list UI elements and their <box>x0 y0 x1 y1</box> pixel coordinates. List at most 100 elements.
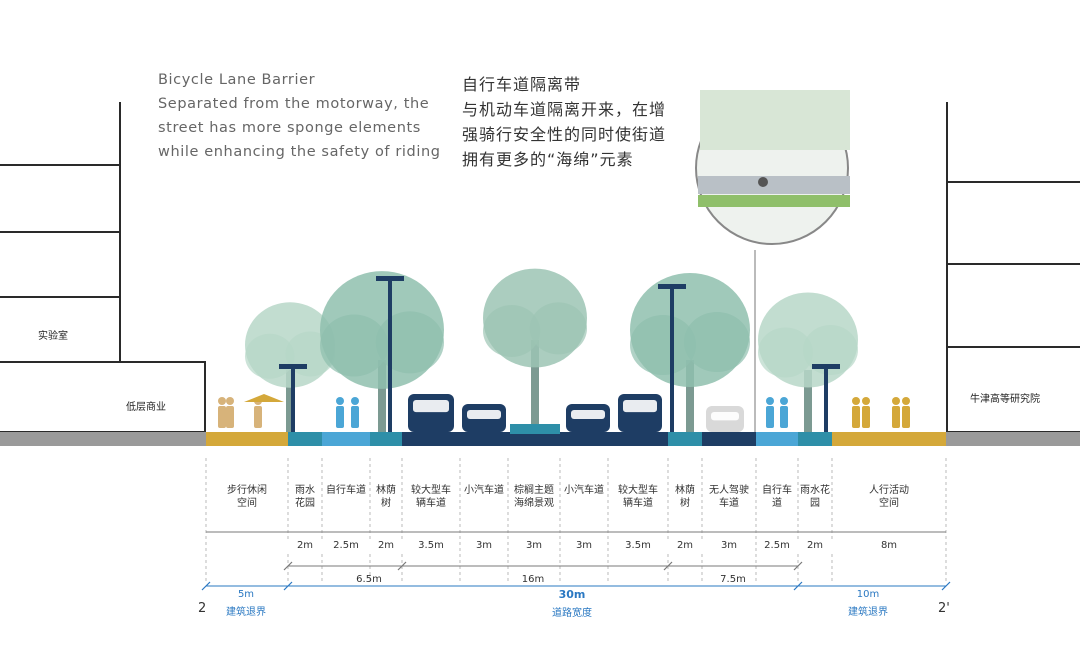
zone-width: 3m <box>514 539 554 552</box>
note-cn-line: 自行车道隔离带 <box>462 75 582 94</box>
tree-belt-right-strip <box>668 432 702 446</box>
zone-label: 自行车道 <box>326 485 366 496</box>
ground-left <box>0 432 206 446</box>
tree-right-small-trunk <box>804 370 812 432</box>
car-right-window <box>571 410 605 419</box>
walker-4 <box>902 397 910 428</box>
large-vehicle-left-window <box>413 400 449 413</box>
zone-label: 雨水花园 <box>800 485 830 509</box>
walker-4-head <box>902 397 910 405</box>
street-lamp-right-head <box>658 284 686 289</box>
group-width-middle: 16m <box>521 574 545 585</box>
tree-right-large-canopy-left <box>630 315 696 375</box>
zone-label: 小汽车道 <box>464 485 504 496</box>
lab-building-label: 实验室 <box>38 331 68 342</box>
setback-tick <box>283 581 293 591</box>
cyclist-left-body <box>336 406 344 428</box>
callout-greenery <box>700 90 850 150</box>
right-setback-label: 建筑退界 <box>848 607 888 618</box>
tree-right-small-canopy-left <box>758 327 813 378</box>
english-note: Bicycle Lane Barrier Separated from the … <box>158 68 458 164</box>
street-lamp-right-pole <box>670 288 674 432</box>
pedestrian-2-body <box>226 406 234 428</box>
ground-right <box>946 432 1080 446</box>
pedestrian-bike-right-body <box>780 406 788 428</box>
tree-left-large <box>320 271 444 432</box>
car-left-window <box>467 410 501 419</box>
pedestrian-bike-right <box>780 397 788 428</box>
chinese-note: 自行车道隔离带 与机动车道隔离开来，在增 强骑行安全性的同时使街道 拥有更多的“… <box>462 72 702 172</box>
bike-lane-right-strip <box>756 432 798 446</box>
zone-width: 2m <box>366 539 406 552</box>
zone-width: 8m <box>869 539 909 552</box>
zone-width: 2m <box>795 539 835 552</box>
low-commercial-label: 低层商业 <box>126 402 166 413</box>
note-en-line: Separated from the motorway, the <box>158 96 430 112</box>
setback-tick <box>793 581 803 591</box>
left-setback-width: 5m <box>237 589 255 600</box>
zone-width: 2m <box>285 539 325 552</box>
walker-2-body <box>862 406 870 428</box>
left-tall-building-outline <box>0 102 121 362</box>
zone-label: 无人驾驶车道 <box>709 485 749 509</box>
tree-right-large <box>630 273 750 432</box>
walker-4-body <box>902 406 910 428</box>
walker-3-body <box>892 406 900 428</box>
group-tick <box>397 561 407 571</box>
group-tick <box>793 561 803 571</box>
setback-tick <box>941 581 951 591</box>
walker-2 <box>862 397 870 428</box>
palm-tree-center-trunk <box>531 340 539 432</box>
tree-right-small <box>758 292 858 432</box>
cyclist-right-body <box>766 406 774 428</box>
group-width-left: 6.5m <box>356 574 382 585</box>
pedestrian-1 <box>218 397 226 428</box>
section-mark-right: 2' <box>938 601 950 616</box>
zone-width: 2.5m <box>326 539 366 552</box>
pedestrian-1-head <box>218 397 226 405</box>
zone-width: 3.5m <box>618 539 658 552</box>
pedestrian-leisure-strip <box>206 432 288 446</box>
zone-label: 步行休闲空间 <box>227 485 267 509</box>
tree-belt-left-strip <box>370 432 402 446</box>
callout-cyclist-icon <box>758 177 768 187</box>
car-right <box>566 404 610 432</box>
note-cn-line: 与机动车道隔离开来，在增 <box>462 100 667 119</box>
pedestrian-bike-right-head <box>780 397 788 405</box>
right-building-outline <box>946 102 1080 433</box>
note-en-line: Bicycle Lane Barrier <box>158 72 316 88</box>
palm-tree-center-canopy-left <box>483 305 541 357</box>
left-setback-label: 建筑退界 <box>226 607 266 618</box>
walker-2-head <box>862 397 870 405</box>
pedestrian-bike-left-head <box>351 397 359 405</box>
zone-width: 3m <box>709 539 749 552</box>
pedestrian-bike-left-body <box>351 406 359 428</box>
large-vehicle-right-body <box>618 394 662 432</box>
autonomous-car <box>706 406 744 432</box>
group-width-right: 7.5m <box>720 574 746 585</box>
walker-1 <box>852 397 860 428</box>
setback-tick <box>201 581 211 591</box>
zone-width: 3.5m <box>411 539 451 552</box>
bollard-lamp-left-pole <box>291 368 295 432</box>
zone-label: 雨水花园 <box>295 485 315 509</box>
tree-left-small-trunk <box>286 370 294 432</box>
rain-garden-left-strip <box>288 432 322 446</box>
walker-3-head <box>892 397 900 405</box>
palm-tree-center-canopy-right <box>529 302 588 355</box>
note-en-line: while enhancing the safety of riding <box>158 144 441 160</box>
pedestrian-2-head <box>226 397 234 405</box>
walker-3 <box>892 397 900 428</box>
road-width: 30m <box>558 588 586 601</box>
walker-1-body <box>852 406 860 428</box>
street-lamp-right <box>658 284 686 432</box>
walker-1-head <box>852 397 860 405</box>
note-cn-line: 强骑行安全性的同时使街道 <box>462 125 667 144</box>
road-width-label: 道路宽度 <box>552 608 592 619</box>
autonomous-car-window <box>711 412 739 421</box>
street-lamp-left <box>376 276 404 432</box>
cafe-visitor-body <box>254 406 262 428</box>
zone-width: 2m <box>665 539 705 552</box>
tree-right-large-canopy-right <box>684 312 750 372</box>
